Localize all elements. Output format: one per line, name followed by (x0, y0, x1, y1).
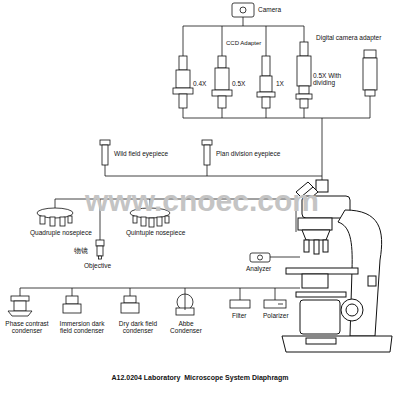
part-label: CCD Adapter (226, 40, 261, 47)
part-label: Quintuple nosepiece (126, 229, 185, 236)
part-label: Filter (232, 312, 246, 319)
magnification-label: 0.5X With dividing (313, 72, 357, 87)
analyzer-icon (250, 253, 270, 262)
part-label: Camera (258, 6, 281, 13)
part-label: Plan division eyepiece (216, 150, 280, 157)
caption: A12.0204 Laboratory Microscope System Di… (0, 374, 400, 382)
magnification-label: 0.4X (193, 80, 206, 87)
adapter-icons (173, 42, 377, 108)
magnification-label: 1X (276, 80, 284, 87)
part-label: Abbe Condenser (166, 320, 206, 335)
part-label: Polarizer (263, 312, 289, 319)
part-label: Dry dark field condenser (113, 320, 163, 335)
part-label: Objective (84, 262, 111, 269)
part-label: Digital camera adapter (316, 34, 381, 41)
magnification-label: 0.5X (232, 80, 245, 87)
part-label: Wild field eyepiece (114, 150, 168, 157)
part-label: Phase contrast condenser (2, 320, 52, 335)
part-label: Analyzer (246, 265, 271, 272)
part-label: Quadruple nosepiece (30, 229, 92, 236)
camera-icon (232, 3, 254, 17)
bracket-line (183, 26, 304, 56)
watermark: www.cnoec.com (2, 184, 400, 219)
part-label: Immersion dark field condenser (53, 320, 111, 335)
part-label: 物镜 (74, 247, 88, 254)
eyepiece-icons (100, 140, 212, 165)
